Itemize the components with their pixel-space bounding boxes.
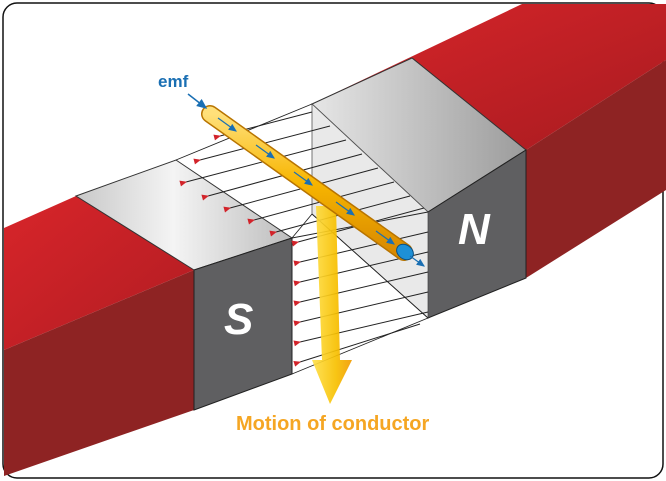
conductor-rod-icon bbox=[201, 105, 425, 267]
south-magnet bbox=[4, 159, 294, 476]
emf-label: emf bbox=[158, 72, 189, 91]
north-pole-label: N bbox=[458, 205, 490, 254]
south-magnet-top bbox=[4, 196, 194, 350]
north-magnet bbox=[311, 4, 666, 319]
south-magnet-side bbox=[4, 270, 194, 476]
motion-arrow-icon bbox=[312, 206, 352, 404]
motion-of-conductor-label: Motion of conductor bbox=[236, 413, 430, 435]
south-pole-label: S bbox=[224, 295, 254, 344]
north-magnet-side bbox=[526, 60, 666, 278]
emf-pointer-arrow bbox=[187, 93, 208, 109]
